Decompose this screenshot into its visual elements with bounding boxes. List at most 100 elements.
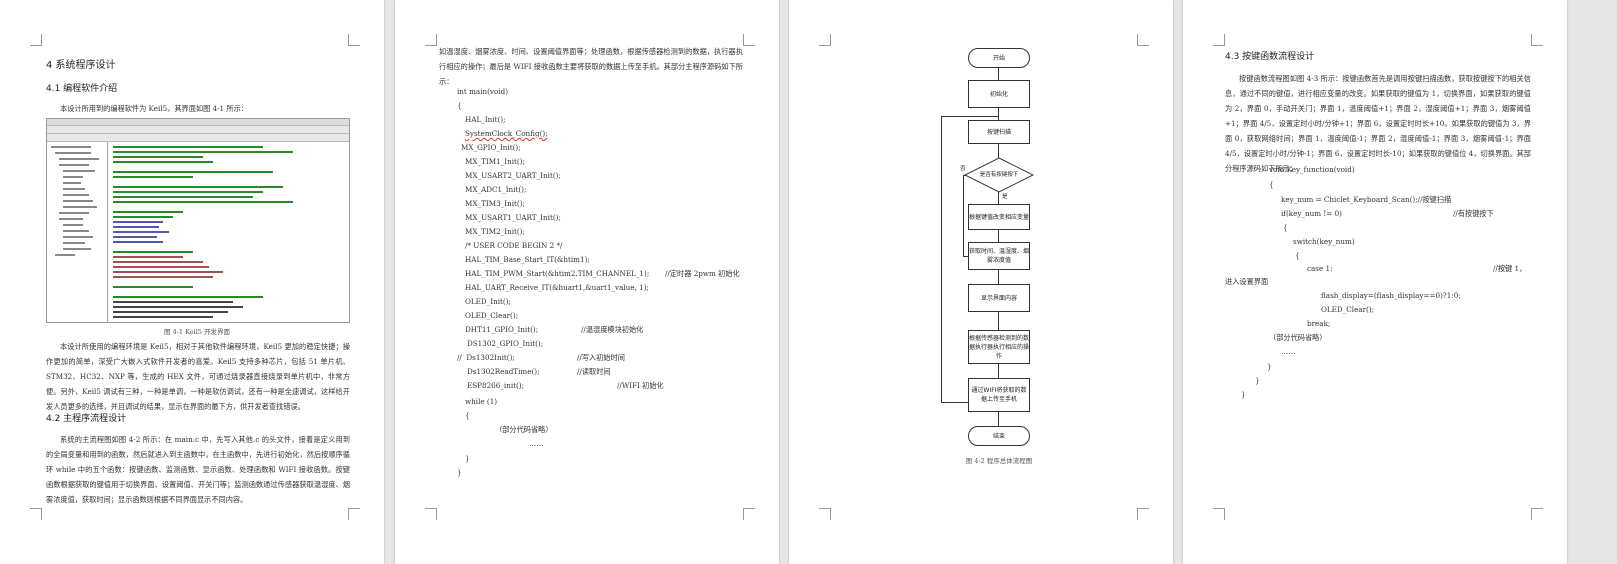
code-line: OLED_Init();	[465, 297, 511, 306]
code-line: {	[1269, 180, 1274, 189]
paragraph: 如温湿度、烟雾浓度、时间、设置阈值界面等；处理函数，根据传感器检测到的数据，执行…	[439, 47, 743, 86]
code-line: if(key_num != 0)	[1281, 209, 1342, 218]
keil-ide-screenshot	[46, 118, 350, 323]
margin-mark	[819, 508, 831, 520]
code-line: OLED_Clear();	[465, 311, 519, 320]
page-2: 如温湿度、烟雾浓度、时间、设置阈值界面等；处理函数，根据传感器检测到的数据，执行…	[395, 0, 779, 564]
code-line: MX_ADC1_Init();	[465, 185, 527, 194]
code-line: DHT11_GPIO_Init();	[465, 325, 539, 334]
code-line: HAL_TIM_PWM_Start(&htim2,TIM_CHANNEL_1);	[465, 269, 650, 278]
code-line: MX_GPIO_Init();	[461, 143, 521, 152]
code-line: ……	[1281, 347, 1296, 356]
code-line: 进入设置界面	[1225, 277, 1269, 286]
code-comment: //读取时间	[577, 367, 611, 376]
flow-no-label: 否	[960, 166, 966, 172]
code-line: （部分代码省略）	[1269, 333, 1327, 342]
flow-arrow	[963, 256, 970, 257]
paragraph: 按键函数流程图如图 4-3 所示：按键函数首先是调用按键扫描函数，获取按键按下的…	[1225, 74, 1531, 173]
flow-arrow	[998, 230, 999, 242]
code-line: }	[465, 454, 470, 463]
paragraph: 系统的主流程图如图 4-2 所示：在 main.c 中，先写入其他.c 的头文件…	[46, 435, 350, 504]
code-line: ……	[529, 439, 544, 448]
code-line: }	[457, 468, 462, 477]
flow-arrow	[998, 364, 999, 378]
flow-arrow	[998, 192, 999, 204]
code-line: SystemClock_Config();	[465, 129, 548, 138]
flow-decision-label: 是否有按键按下	[979, 171, 1019, 178]
flow-arrow	[941, 116, 942, 402]
flow-scan: 按键扫描	[968, 120, 1030, 144]
margin-mark	[30, 508, 42, 520]
code-line: }	[1241, 390, 1246, 399]
margin-mark	[743, 508, 755, 520]
flow-upload: 通过WIFI将获取的数据上传至手机	[968, 378, 1030, 412]
flow-arrow	[941, 402, 970, 403]
page-1: 4 系统程序设计 4.1 编程软件介绍 本设计所用到的编程软件为 Keil5，其…	[0, 0, 384, 564]
paragraph: 本设计所用到的编程软件为 Keil5，其界面如图 4-1 所示：	[60, 104, 248, 113]
margin-mark	[348, 508, 360, 520]
code-line: break;	[1307, 319, 1331, 328]
ide-code-editor	[109, 142, 349, 322]
code-line: switch(key_num)	[1293, 237, 1355, 246]
paragraph: 本设计所使用的编程环境是 Keil5，相对于其他软件编程环境，Keil5 更加的…	[46, 342, 350, 411]
margin-mark	[1531, 508, 1543, 520]
margin-mark	[348, 34, 360, 46]
code-line: HAL_Init();	[465, 115, 506, 124]
ide-project-tree	[47, 142, 108, 322]
code-comment: //有按键按下	[1453, 209, 1494, 218]
code-line: {	[1283, 223, 1288, 232]
code-line: ESP8266_init();	[467, 381, 525, 390]
margin-mark	[743, 34, 755, 46]
code-line: OLED_Clear();	[1321, 305, 1375, 314]
code-line: {	[1295, 251, 1300, 260]
margin-mark	[1137, 34, 1149, 46]
code-line: key_num = Chiclet_Keyboard_Scan();//按键扫描	[1281, 195, 1452, 204]
flow-arrow	[998, 108, 999, 120]
code-line: MX_USART2_UART_Init();	[465, 171, 561, 180]
flow-end: 结束	[968, 426, 1030, 446]
flow-change: 根据键值改变相应变量	[968, 204, 1030, 230]
code-line: {	[465, 411, 470, 420]
flow-read: 获取时间、温湿度、烟雾浓度值	[968, 242, 1030, 270]
code-line: HAL_TIM_Base_Start_IT(&htim1);	[465, 255, 590, 264]
code-line: flash_display=(flash_display==0)?1:0;	[1321, 291, 1461, 300]
flow-arrow	[998, 312, 999, 330]
flow-arrow	[998, 144, 999, 158]
code-line: case 1:	[1307, 264, 1333, 273]
code-line: {	[457, 101, 462, 110]
code-line: /* USER CODE BEGIN 2 */	[465, 241, 563, 250]
flow-init: 初始化	[968, 80, 1030, 108]
code-line: MX_TIM1_Init();	[465, 157, 525, 166]
code-line: （部分代码省略）	[495, 425, 553, 434]
margin-mark	[30, 34, 42, 46]
margin-mark	[1531, 34, 1543, 46]
chapter-title: 4 系统程序设计	[46, 60, 116, 71]
flow-display: 显示界面内容	[968, 284, 1030, 312]
flow-action: 根据传感器检测到的数据执行器执行相应的操作	[968, 330, 1030, 364]
margin-mark	[425, 34, 437, 46]
flow-decision	[964, 157, 1034, 193]
flow-arrow	[998, 270, 999, 284]
code-comment: //温湿度模块初始化	[581, 325, 644, 334]
figure-caption: 图 4-1 Keil5 开发界面	[164, 328, 230, 336]
margin-mark	[1213, 508, 1225, 520]
margin-mark	[1137, 508, 1149, 520]
ide-toolbar	[47, 134, 349, 142]
ide-menu-bar	[47, 119, 349, 126]
margin-mark	[1213, 34, 1225, 46]
section-heading: 4.3 按键函数流程设计	[1225, 52, 1315, 62]
code-line: DS1302_GPIO_Init();	[467, 339, 544, 348]
code-line: while (1)	[465, 397, 498, 406]
section-heading: 4.2 主程序流程设计	[46, 414, 127, 424]
flow-yes-label: 是	[1002, 194, 1008, 200]
margin-mark	[819, 34, 831, 46]
code-line: }	[1255, 376, 1260, 385]
page-3: 开始 初始化 按键扫描 是否有按键按下 是 否 根据键值改变相应变量 获取时间、…	[789, 0, 1173, 564]
code-line: }	[1267, 362, 1272, 371]
code-comment: //定时器 2pwm 初始化	[665, 269, 740, 278]
flow-arrow	[998, 66, 999, 80]
code-line: Ds1302ReadTime();	[467, 367, 540, 376]
flow-arrow	[998, 412, 999, 426]
code-line: MX_TIM2_Init();	[465, 227, 525, 236]
code-comment: //写入初始时间	[577, 353, 625, 362]
